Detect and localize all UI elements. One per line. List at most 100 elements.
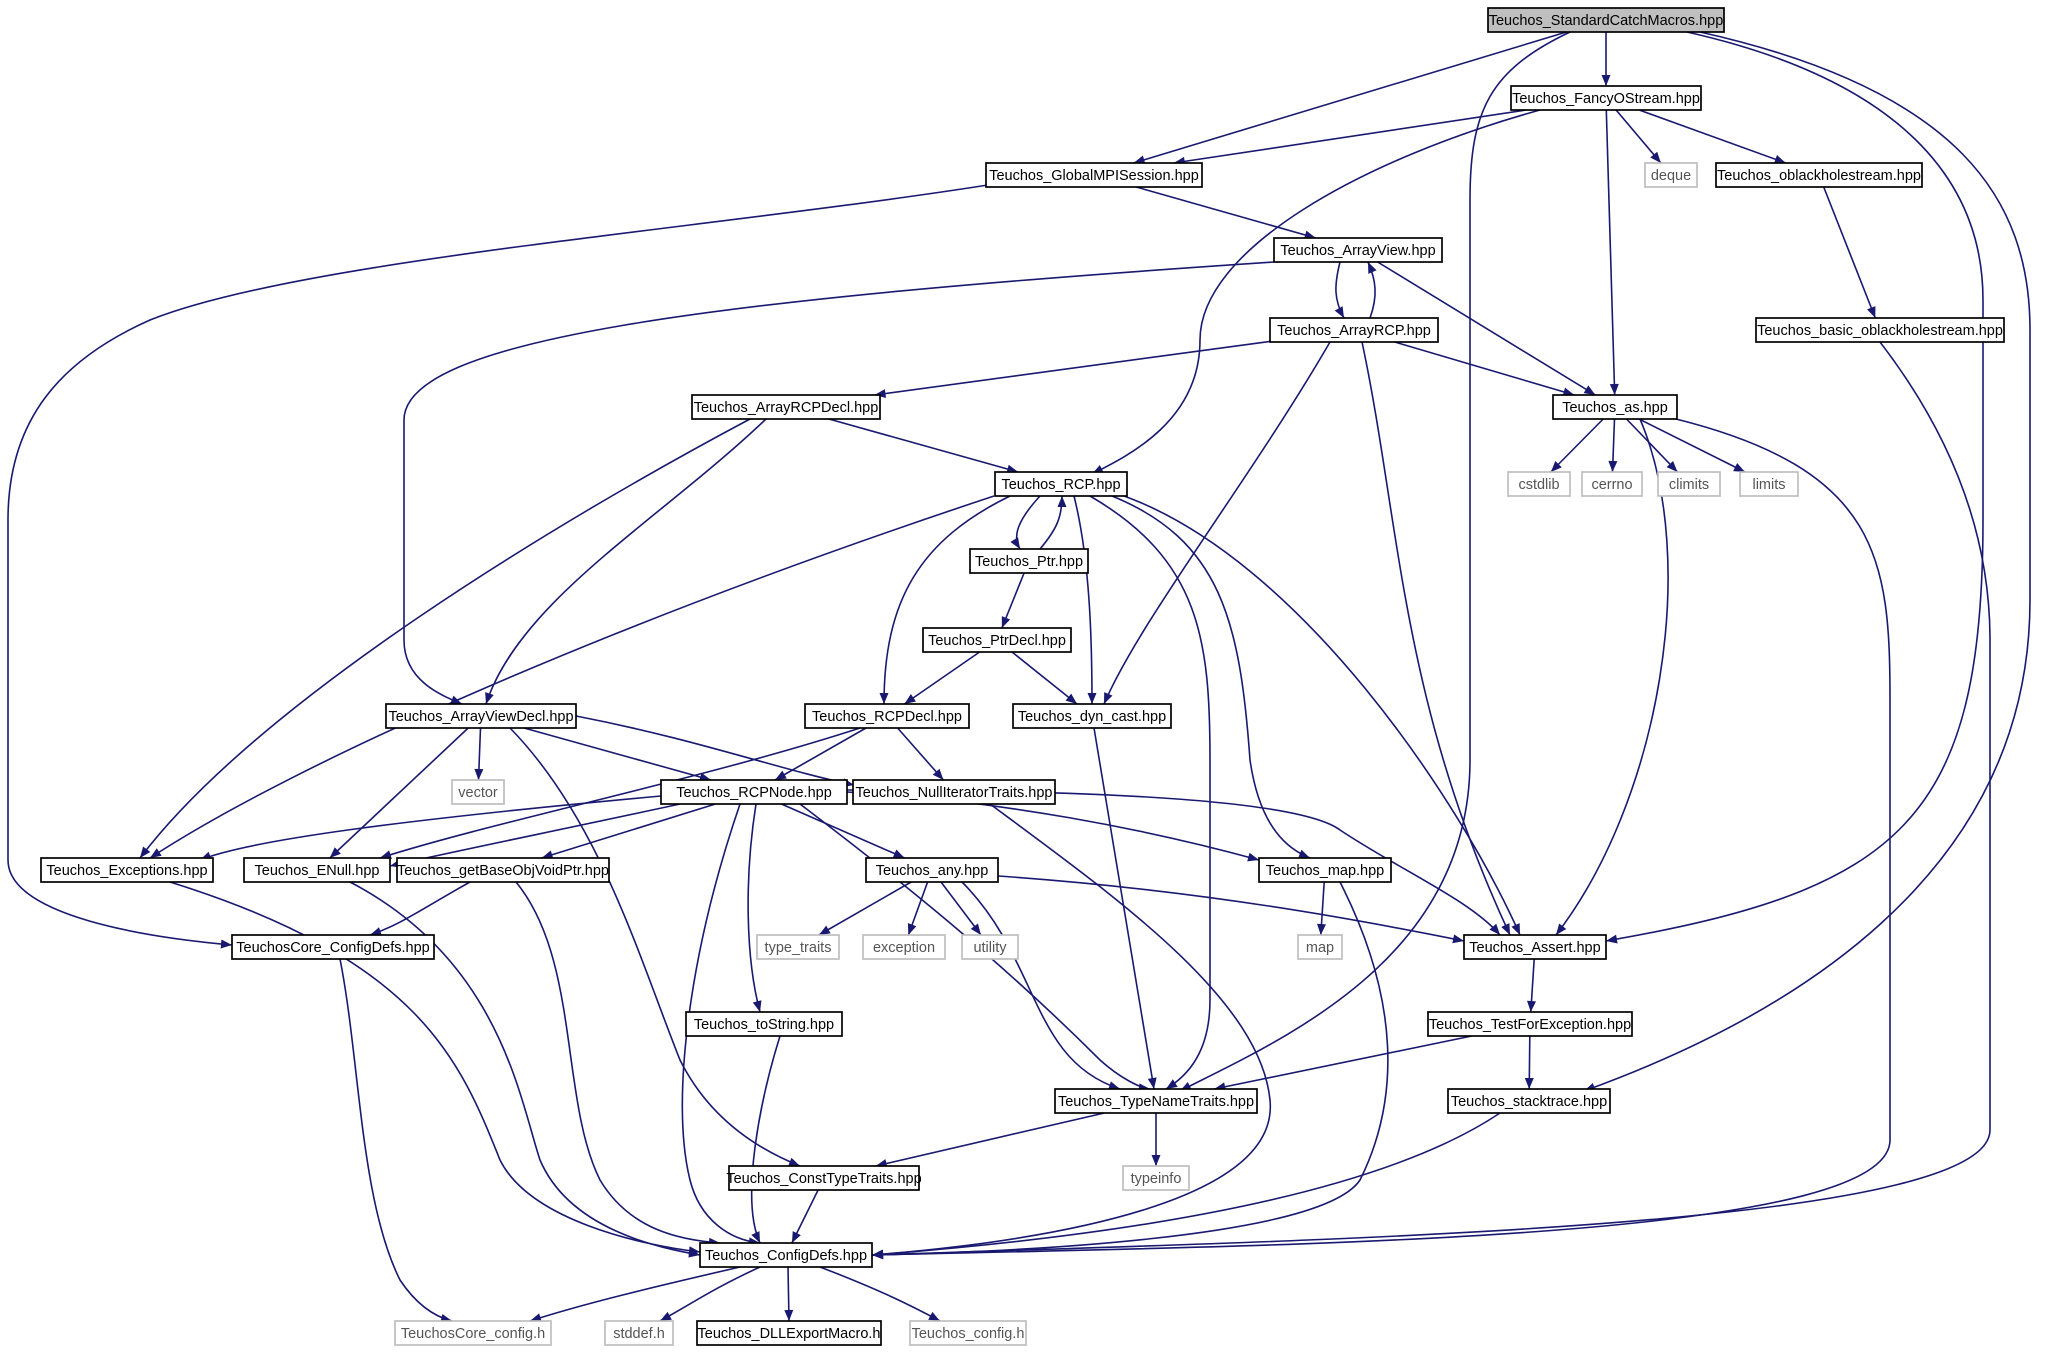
- node-box: [1739, 471, 1799, 497]
- edge-arrowhead: [1601, 75, 1611, 86]
- node-label: exception: [873, 940, 935, 956]
- edge-arrowhead: [1524, 1077, 1534, 1089]
- node-Exceptions[interactable]: Teuchos_Exceptions.hpp: [40, 857, 214, 883]
- edge-line: [681, 803, 761, 1244]
- edge-Ptr-to-PtrDecl: [1001, 572, 1025, 629]
- node-box: [1012, 703, 1172, 729]
- edge-any-to-Assert: [997, 875, 1465, 944]
- node-label: Teuchos_ConfigDefs.hpp: [705, 1248, 867, 1264]
- node-climits: climits: [1657, 471, 1721, 497]
- node-GlobalMPISession[interactable]: Teuchos_GlobalMPISession.hpp: [985, 162, 1203, 188]
- node-cerrno: cerrno: [1581, 471, 1643, 497]
- node-label: deque: [1651, 168, 1691, 184]
- edge-arrowhead: [688, 1248, 700, 1258]
- node-label: Teuchos_ArrayRCPDecl.hpp: [694, 400, 879, 416]
- node-PtrDecl[interactable]: Teuchos_PtrDecl.hpp: [922, 627, 1072, 653]
- edge-line: [139, 418, 751, 859]
- node-deque: deque: [1644, 162, 1698, 188]
- node-map_hpp[interactable]: Teuchos_map.hpp: [1258, 857, 1392, 883]
- node-label: Teuchos_GlobalMPISession.hpp: [989, 168, 1199, 184]
- edge-line: [1073, 495, 1093, 705]
- node-getBaseObjVoidPtr[interactable]: Teuchos_getBaseObjVoidPtr.hpp: [396, 857, 610, 883]
- node-box: [40, 857, 214, 883]
- node-ArrayRCPDecl[interactable]: Teuchos_ArrayRCPDecl.hpp: [691, 394, 881, 420]
- node-any[interactable]: Teuchos_any.hpp: [865, 857, 999, 883]
- edge-line: [1133, 31, 1567, 164]
- node-as[interactable]: Teuchos_as.hpp: [1552, 394, 1678, 420]
- node-RCPDecl[interactable]: Teuchos_RCPDecl.hpp: [804, 703, 970, 729]
- edge-line: [747, 803, 761, 1013]
- edge-line: [871, 803, 1271, 1256]
- edge-line: [1638, 109, 1787, 164]
- node-Ptr[interactable]: Teuchos_Ptr.hpp: [969, 548, 1089, 574]
- edge-line: [541, 803, 716, 859]
- edge-line: [1111, 495, 1311, 859]
- node-DLLExportMacro[interactable]: Teuchos_DLLExportMacro.h: [696, 1320, 882, 1346]
- edge-arrowhead: [1489, 923, 1500, 935]
- edge-line: [199, 795, 662, 861]
- edge-line: [1135, 186, 1317, 239]
- edge-arrowhead: [485, 692, 494, 704]
- node-RCP[interactable]: Teuchos_RCP.hpp: [994, 471, 1128, 497]
- node-ConfigDefs[interactable]: Teuchos_ConfigDefs.hpp: [699, 1242, 873, 1268]
- edge-ArrayRCPDecl-to-ArrayViewDecl: [485, 418, 767, 705]
- edge-RCPNode-to-Exceptions: [199, 795, 662, 861]
- edge-arrowhead: [660, 1311, 672, 1321]
- node-box: [1581, 471, 1643, 497]
- node-TypeNameTraits[interactable]: Teuchos_TypeNameTraits.hpp: [1054, 1088, 1258, 1114]
- node-NullIteratorTraits[interactable]: Teuchos_NullIteratorTraits.hpp: [852, 779, 1056, 805]
- node-Assert[interactable]: Teuchos_Assert.hpp: [1463, 934, 1607, 960]
- edge-line: [1605, 109, 1616, 396]
- edge-arrowhead: [150, 848, 162, 858]
- node-label: utility: [973, 940, 1007, 956]
- edge-line: [515, 881, 721, 1244]
- node-CoreConfigDefs[interactable]: TeuchosCore_ConfigDefs.hpp: [231, 934, 435, 960]
- edge-any-to-exception: [907, 881, 929, 936]
- node-stacktrace[interactable]: Teuchos_stacktrace.hpp: [1447, 1088, 1611, 1114]
- node-label: Teuchos_config.h: [912, 1326, 1025, 1342]
- edge-line: [1625, 418, 1679, 473]
- node-label: Teuchos_ArrayRCP.hpp: [1277, 323, 1431, 339]
- edge-Ptr-to-RCP: [1039, 495, 1067, 550]
- node-label: Teuchos_dyn_cast.hpp: [1018, 709, 1166, 725]
- node-box: [243, 857, 391, 883]
- edge-arrowhead: [1733, 463, 1745, 472]
- edge-line: [871, 418, 1891, 1256]
- edge-line: [1550, 418, 1604, 473]
- node-label: cstdlib: [1518, 477, 1559, 493]
- edge-arrowhead: [1550, 461, 1562, 472]
- edge-line: [871, 881, 1389, 1256]
- node-ArrayViewDecl[interactable]: Teuchos_ArrayViewDecl.hpp: [385, 703, 577, 729]
- node-StandardCatchMacros[interactable]: Teuchos_StandardCatchMacros.hpp: [1487, 7, 1725, 33]
- node-ConstTypeTraits[interactable]: Teuchos_ConstTypeTraits.hpp: [726, 1165, 922, 1191]
- node-TestForException[interactable]: Teuchos_TestForException.hpp: [1427, 1011, 1633, 1037]
- node-basic_oblackholestream[interactable]: Teuchos_basic_oblackholestream.hpp: [1755, 317, 2005, 343]
- edge-TypeNameTraits-to-typeinfo: [1151, 1113, 1161, 1166]
- edge-as-to-cstdlib: [1550, 418, 1604, 473]
- edge-RCP-to-TypeNameTraits: [1089, 495, 1211, 1090]
- node-dyn_cast[interactable]: Teuchos_dyn_cast.hpp: [1012, 703, 1172, 729]
- edge-line: [403, 261, 1275, 705]
- edge-arrowhead: [329, 847, 341, 858]
- edge-arrowhead: [1057, 496, 1067, 507]
- node-box: [1273, 237, 1443, 263]
- node-FancyOStream[interactable]: Teuchos_FancyOStream.hpp: [1510, 85, 1702, 111]
- node-ArrayRCP[interactable]: Teuchos_ArrayRCP.hpp: [1269, 317, 1439, 343]
- node-ENull[interactable]: Teuchos_ENull.hpp: [243, 857, 391, 883]
- node-toString[interactable]: Teuchos_toString.hpp: [685, 1011, 843, 1037]
- node-typeinfo: typeinfo: [1122, 1165, 1190, 1191]
- node-RCPNode[interactable]: Teuchos_RCPNode.hpp: [660, 779, 848, 805]
- node-cstdlib: cstdlib: [1507, 471, 1571, 497]
- node-box: [804, 703, 970, 729]
- node-box: [451, 779, 505, 805]
- node-box: [865, 857, 999, 883]
- node-oblackholestream[interactable]: Teuchos_oblackholestream.hpp: [1715, 162, 1923, 188]
- node-box: [1755, 317, 2005, 343]
- node-limits: limits: [1739, 471, 1799, 497]
- edge-ArrayView-to-ArrayViewDecl: [403, 261, 1275, 705]
- edge-line: [871, 1112, 1501, 1256]
- node-ArrayView[interactable]: Teuchos_ArrayView.hpp: [1273, 237, 1443, 263]
- edge-arrowhead: [1166, 1079, 1178, 1089]
- edge-arrowhead: [530, 1313, 542, 1322]
